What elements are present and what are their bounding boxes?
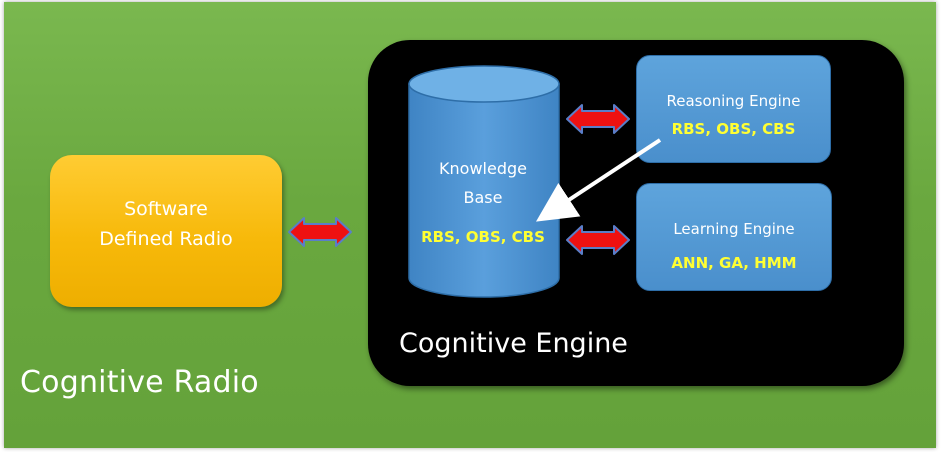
- sdr-text: Software Defined Radio: [99, 194, 233, 254]
- kb-line-2: Base: [463, 188, 503, 207]
- knowledge-base-cylinder: [408, 65, 560, 298]
- sdr-line-2: Defined Radio: [99, 228, 233, 250]
- sdr-kb-double-arrow: [288, 217, 352, 247]
- reasoning-to-kb-arrow: [535, 138, 662, 222]
- sdr-line-1: Software: [124, 198, 208, 220]
- learning-engine-box: Learning Engine ANN, GA, HMM: [636, 183, 832, 291]
- software-defined-radio-box: Software Defined Radio: [50, 155, 282, 307]
- knowledge-base-title: Knowledge Base: [409, 154, 557, 212]
- reasoning-engine-title: Reasoning Engine: [666, 92, 801, 110]
- reasoning-engine-box: Reasoning Engine RBS, OBS, CBS: [636, 55, 831, 163]
- reasoning-engine-methods: RBS, OBS, CBS: [671, 120, 796, 138]
- kb-line-1: Knowledge: [439, 159, 527, 178]
- learning-engine-title: Learning Engine: [673, 220, 795, 238]
- knowledge-base-methods: RBS, OBS, CBS: [421, 228, 545, 246]
- cognitive-radio-label: Cognitive Radio: [20, 365, 259, 400]
- kb-reasoning-double-arrow: [566, 104, 630, 134]
- kb-learning-double-arrow: [566, 225, 630, 255]
- learning-engine-methods: ANN, GA, HMM: [671, 254, 797, 272]
- cognitive-engine-label: Cognitive Engine: [399, 328, 628, 359]
